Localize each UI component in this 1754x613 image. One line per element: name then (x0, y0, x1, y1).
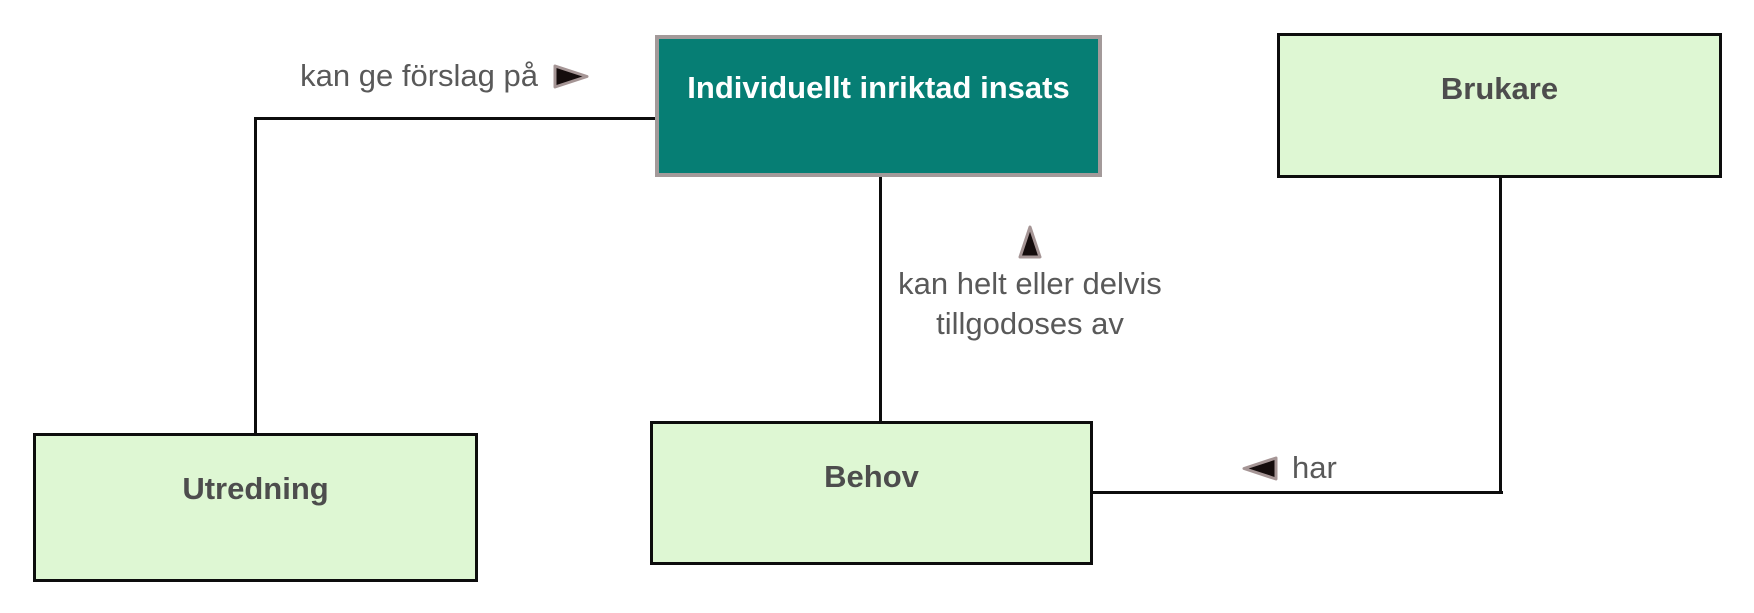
edge-label-text: kan ge förslag på (300, 58, 538, 93)
connector-utredning-insats-horizontal (255, 117, 657, 120)
connector-brukare-vertical (1499, 176, 1502, 494)
edge-label-text-line2: tillgodoses av (936, 306, 1124, 341)
node-behov: Behov (650, 421, 1093, 565)
edge-label-har: har (1240, 448, 1337, 488)
connector-insats-behov-vertical (879, 175, 882, 423)
arrow-right-icon (552, 63, 590, 90)
edge-label-text-line1: kan helt eller delvis (898, 266, 1162, 301)
node-label: Individuellt inriktad insats (687, 70, 1070, 105)
node-brukare: Brukare (1277, 33, 1722, 178)
edge-label-kan-helt-eller-delvis-tillgodoses-av: kan helt eller delvis tillgodoses av (880, 224, 1180, 344)
edge-label-kan-ge-forslag-pa: kan ge förslag på (230, 56, 590, 96)
node-label: Utredning (182, 471, 329, 506)
node-utredning: Utredning (33, 433, 478, 582)
connector-behov-brukare-horizontal (1091, 491, 1503, 494)
node-individuellt-inriktad-insats: Individuellt inriktad insats (655, 35, 1102, 177)
connector-utredning-insats-vertical (254, 117, 257, 433)
arrow-up-icon (1016, 224, 1044, 260)
edge-label-text: har (1292, 450, 1337, 485)
node-label: Brukare (1440, 71, 1559, 106)
arrow-left-icon (1240, 455, 1279, 482)
node-label: Behov (824, 459, 919, 494)
